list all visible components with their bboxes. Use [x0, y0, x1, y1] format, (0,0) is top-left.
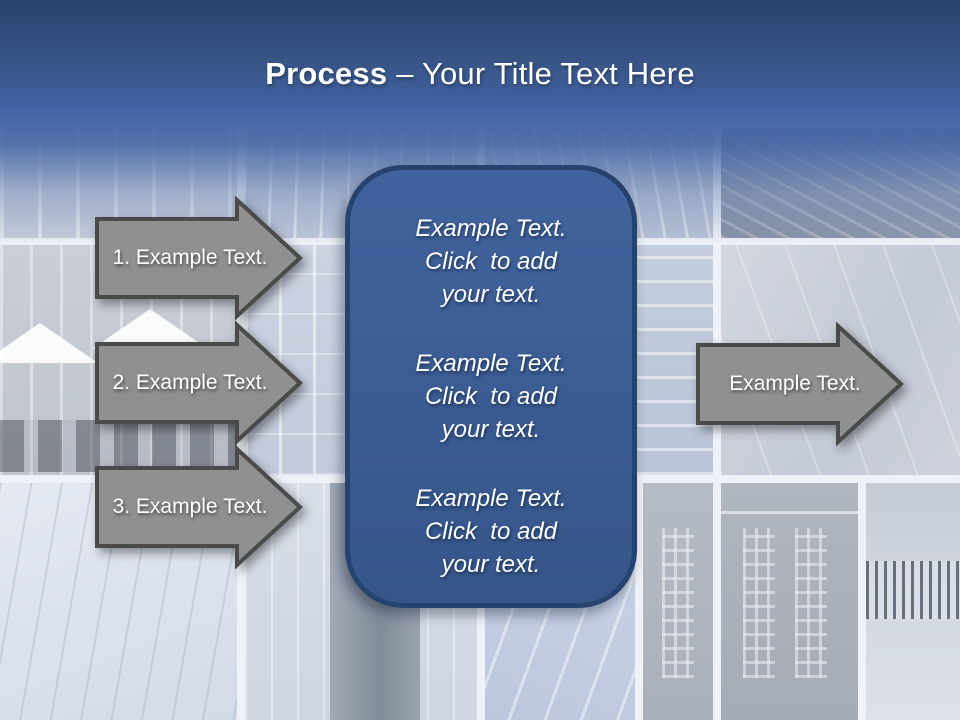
- page-title[interactable]: Process– Your Title Text Here: [0, 52, 960, 96]
- panel-text-block-1[interactable]: Example Text. Click to add your text.: [415, 215, 567, 308]
- title-emphasis: Process: [265, 56, 388, 91]
- center-text-panel[interactable]: Example Text. Click to add your text. Ex…: [345, 165, 637, 608]
- process-output-label[interactable]: Example Text.: [729, 372, 861, 395]
- process-step-3-label[interactable]: 3. Example Text.: [112, 495, 268, 518]
- panel-text-block-2[interactable]: Example Text. Click to add your text.: [415, 350, 567, 443]
- process-step-2-label[interactable]: 2. Example Text.: [112, 371, 268, 394]
- panel-text-block-3[interactable]: Example Text. Click to add your text.: [415, 485, 567, 578]
- process-step-1-label[interactable]: 1. Example Text.: [112, 246, 268, 269]
- title-text: – Your Title Text Here: [396, 56, 695, 91]
